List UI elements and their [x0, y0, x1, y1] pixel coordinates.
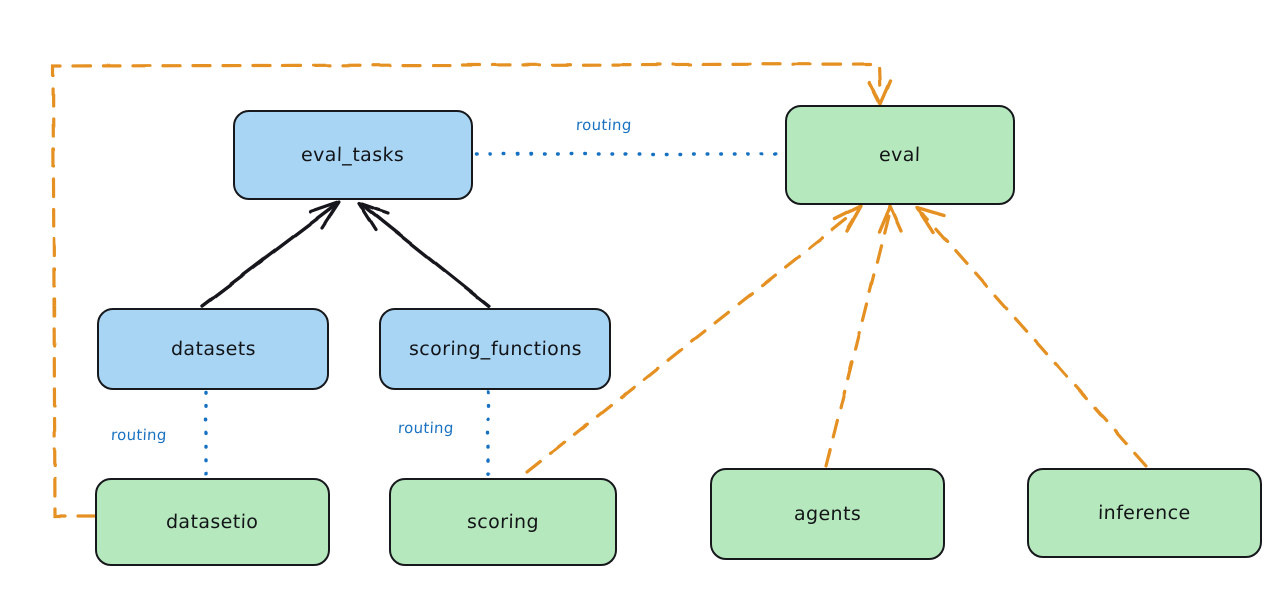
- node-label: inference: [1097, 502, 1192, 524]
- node-label: scoring: [466, 511, 540, 533]
- node-scoring-functions[interactable]: scoring_functions: [379, 308, 611, 390]
- node-datasets[interactable]: datasets: [97, 308, 329, 390]
- node-scoring[interactable]: scoring: [389, 478, 617, 566]
- node-label: eval_tasks: [301, 144, 405, 166]
- edge-datasetio-to-eval: [51, 62, 892, 518]
- edge-inference-to-eval: [915, 205, 1148, 468]
- node-label: eval: [878, 144, 922, 166]
- edge-agents-to-eval: [824, 204, 903, 468]
- node-label: scoring_functions: [408, 338, 582, 360]
- edge-datasets-to-eval-tasks: [200, 200, 341, 308]
- edge-scoring-to-eval: [525, 204, 863, 474]
- node-eval-tasks[interactable]: eval_tasks: [233, 110, 473, 200]
- node-agents[interactable]: agents: [710, 468, 945, 560]
- edge-label-routing-scoring-functions-scoring: routing: [397, 419, 455, 437]
- node-label: datasets: [170, 338, 256, 360]
- node-datasetio[interactable]: datasetio: [95, 478, 330, 566]
- node-eval[interactable]: eval: [785, 105, 1015, 205]
- node-label: datasetio: [166, 511, 259, 533]
- node-label: agents: [793, 503, 862, 525]
- edge-label-routing-eval-tasks-eval: routing: [575, 116, 633, 134]
- edge-scoring-functions-to-eval-tasks: [357, 201, 491, 308]
- node-inference[interactable]: inference: [1027, 468, 1262, 558]
- edge-label-routing-datasets-datasetio: routing: [110, 426, 168, 444]
